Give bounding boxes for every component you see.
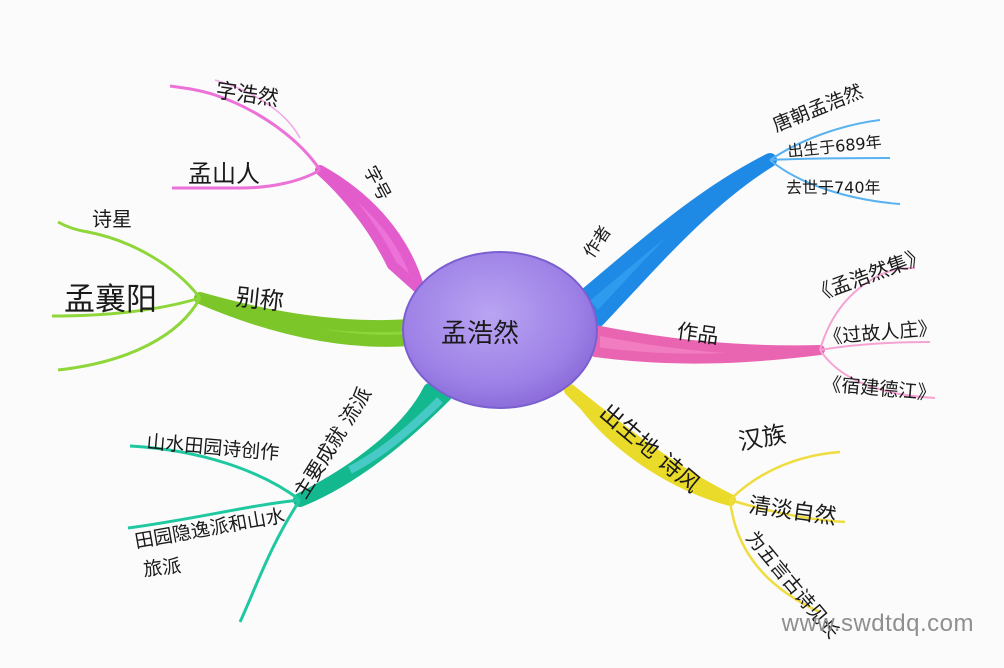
chusheng-leaf-1: 汉族 (736, 420, 788, 456)
branch-zihao-line-1b (214, 79, 301, 139)
chengjiu-leaf-2: 田园隐逸派和山水 (133, 505, 287, 553)
zihao-leaf-1: 字浩然 (214, 78, 280, 111)
branch-zihao (169, 79, 425, 295)
branch-chusheng-trunk (564, 384, 736, 506)
zihao-leaf-2: 孟山人 (188, 160, 260, 188)
branch-zuopin (590, 267, 936, 399)
branch-zuopin-line-1 (819, 267, 916, 351)
zuopin-leaf-3: 《宿建德江》 (822, 373, 937, 405)
branch-zuopin-trunk (590, 325, 825, 364)
zuozhe-leaf-1: 唐朝孟浩然 (770, 81, 866, 137)
chusheng-leaf-2: 清淡自然 (747, 493, 838, 530)
branch-chusheng-line-3 (728, 499, 821, 614)
biecheng-leaf-1: 诗星 (92, 207, 132, 231)
center-bubble (402, 251, 598, 409)
branch-zuozhe-line-3 (769, 159, 901, 205)
branch-zuopin-label: 作品 (675, 319, 720, 349)
branch-biecheng-line-3 (57, 297, 202, 372)
watermark: www.swdtdq.com (781, 610, 974, 637)
branch-biecheng-line-2 (51, 296, 201, 318)
zuopin-leaf-1: 《孟浩然集》 (809, 243, 930, 307)
chengjiu-leaf-3: 旅派 (142, 555, 182, 581)
branch-chengjiu-line-3 (238, 499, 302, 623)
branch-chengjiu-trunk-tint (348, 397, 443, 474)
branch-zuozhe-label: 作者 (580, 223, 616, 262)
branch-zuozhe (573, 119, 901, 327)
zuozhe-leaf-2: 出生于689年 (786, 132, 882, 161)
branch-chusheng-label: 出生地 诗风 (594, 400, 704, 499)
branch-chengjiu (127, 383, 452, 623)
center-label: 孟浩然 (441, 319, 519, 349)
branch-chusheng-line-1 (729, 450, 841, 501)
zuozhe-leaf-3: 去世于740年 (786, 178, 881, 197)
branch-zihao-line-1 (169, 84, 322, 171)
branch-zuozhe-trunk (573, 153, 777, 327)
branch-biecheng-label: 别称 (234, 283, 285, 316)
branch-zuopin-line-3 (819, 349, 936, 399)
branch-zuozhe-line-1 (769, 119, 881, 161)
branch-zihao-trunk (315, 165, 425, 295)
branch-biecheng-line-1 (57, 220, 202, 299)
branch-biecheng-trunk (194, 292, 416, 347)
branch-biecheng (51, 220, 416, 372)
branch-chengjiu-line-2 (127, 498, 301, 530)
branch-zuozhe-line-2 (769, 157, 891, 161)
branch-zihao-line-2 (172, 168, 321, 190)
branch-zuopin-line-2 (819, 341, 931, 351)
branch-chengjiu-line-1 (129, 444, 301, 502)
branch-chusheng-line-2 (729, 498, 846, 524)
branch-chusheng (564, 384, 846, 614)
biecheng-leaf-2: 孟襄阳 (64, 282, 157, 318)
